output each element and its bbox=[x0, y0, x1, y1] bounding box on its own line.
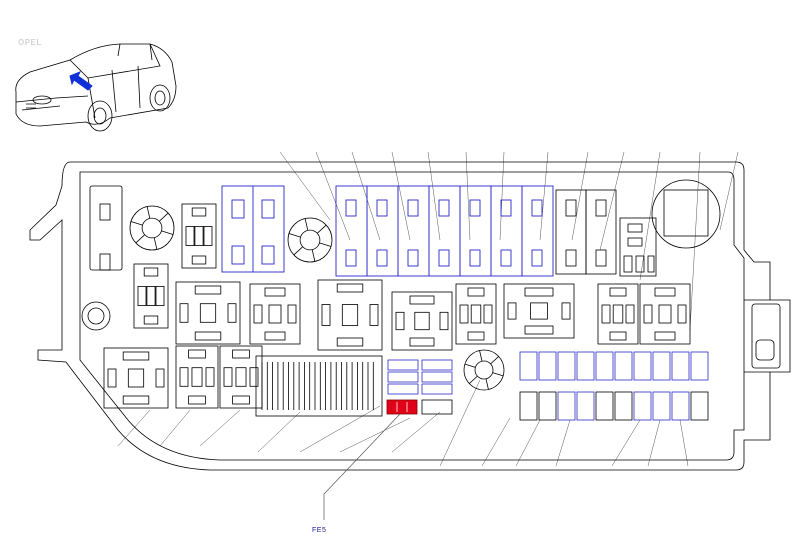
relay bbox=[133, 263, 169, 329]
relay bbox=[317, 279, 383, 351]
connector-star bbox=[463, 349, 505, 391]
mini-fuse bbox=[595, 391, 614, 421]
relay bbox=[181, 203, 217, 269]
fuse-box-housing bbox=[29, 161, 791, 471]
relay bbox=[103, 347, 169, 409]
mini-fuse bbox=[519, 351, 538, 381]
mini-fuse bbox=[576, 351, 595, 381]
cable-grommet bbox=[651, 179, 721, 249]
mini-fuse bbox=[387, 359, 419, 371]
relay bbox=[503, 283, 575, 339]
mini-fuse bbox=[633, 391, 652, 421]
small-relay-group bbox=[619, 217, 657, 277]
mini-fuse-block-center bbox=[387, 359, 453, 415]
maxi-fuse-block-left bbox=[221, 185, 285, 273]
relay bbox=[249, 283, 301, 345]
mini-fuse bbox=[576, 391, 595, 421]
mini-fuse bbox=[421, 359, 453, 371]
maxi-fuse bbox=[459, 185, 492, 277]
maxi-fuse bbox=[490, 185, 523, 277]
mini-fuse bbox=[614, 391, 633, 421]
mini-fuse bbox=[387, 383, 419, 395]
fe5-leader-line bbox=[323, 413, 401, 520]
mini-fuse bbox=[538, 391, 557, 421]
mini-fuse bbox=[557, 391, 576, 421]
mini-fuse bbox=[690, 391, 709, 421]
connector-star bbox=[287, 217, 333, 263]
maxi-fuse bbox=[521, 185, 554, 277]
mini-fuse bbox=[671, 391, 690, 421]
mini-fuse bbox=[652, 391, 671, 421]
relay-slot bbox=[89, 185, 123, 271]
mini-fuse bbox=[421, 371, 453, 383]
fuse-fe5-highlight[interactable] bbox=[386, 399, 418, 415]
mini-fuse bbox=[538, 351, 557, 381]
relay bbox=[597, 283, 639, 345]
relay bbox=[639, 283, 691, 345]
connector-stars bbox=[129, 205, 505, 391]
leader-lines bbox=[279, 151, 739, 331]
mini-fuse bbox=[633, 351, 652, 381]
watermark: OPEL bbox=[18, 38, 42, 47]
maxi-fuse-row bbox=[335, 185, 554, 277]
maxi-fuse bbox=[397, 185, 430, 277]
mini-fuse bbox=[387, 371, 419, 383]
mini-fuse bbox=[421, 383, 453, 395]
mounting-hole bbox=[81, 301, 111, 331]
mini-fuse bbox=[614, 351, 633, 381]
mini-fuse bbox=[652, 351, 671, 381]
location-arrow-icon bbox=[69, 71, 93, 91]
relay-modules bbox=[103, 203, 691, 409]
leader-lines-bottom bbox=[117, 379, 689, 467]
maxi-fuse-slots-spare bbox=[555, 189, 617, 275]
mini-fuse bbox=[557, 351, 576, 381]
relay bbox=[175, 345, 219, 409]
maxi-fuse bbox=[366, 185, 399, 277]
mini-fuse-block-right bbox=[519, 351, 709, 421]
vented-relay-block bbox=[255, 355, 383, 417]
mini-fuse bbox=[421, 399, 453, 415]
relay bbox=[391, 291, 453, 351]
relay bbox=[455, 283, 497, 345]
maxi-fuse bbox=[428, 185, 461, 277]
mini-fuse bbox=[690, 351, 709, 381]
connector-star bbox=[129, 205, 175, 251]
fuse-callout-label: FE5 bbox=[312, 527, 327, 534]
maxi-fuse bbox=[335, 185, 368, 277]
car-icon bbox=[15, 43, 177, 132]
mini-fuse bbox=[519, 391, 538, 421]
mini-fuse bbox=[671, 351, 690, 381]
relay bbox=[175, 281, 241, 345]
mini-fuse bbox=[595, 351, 614, 381]
